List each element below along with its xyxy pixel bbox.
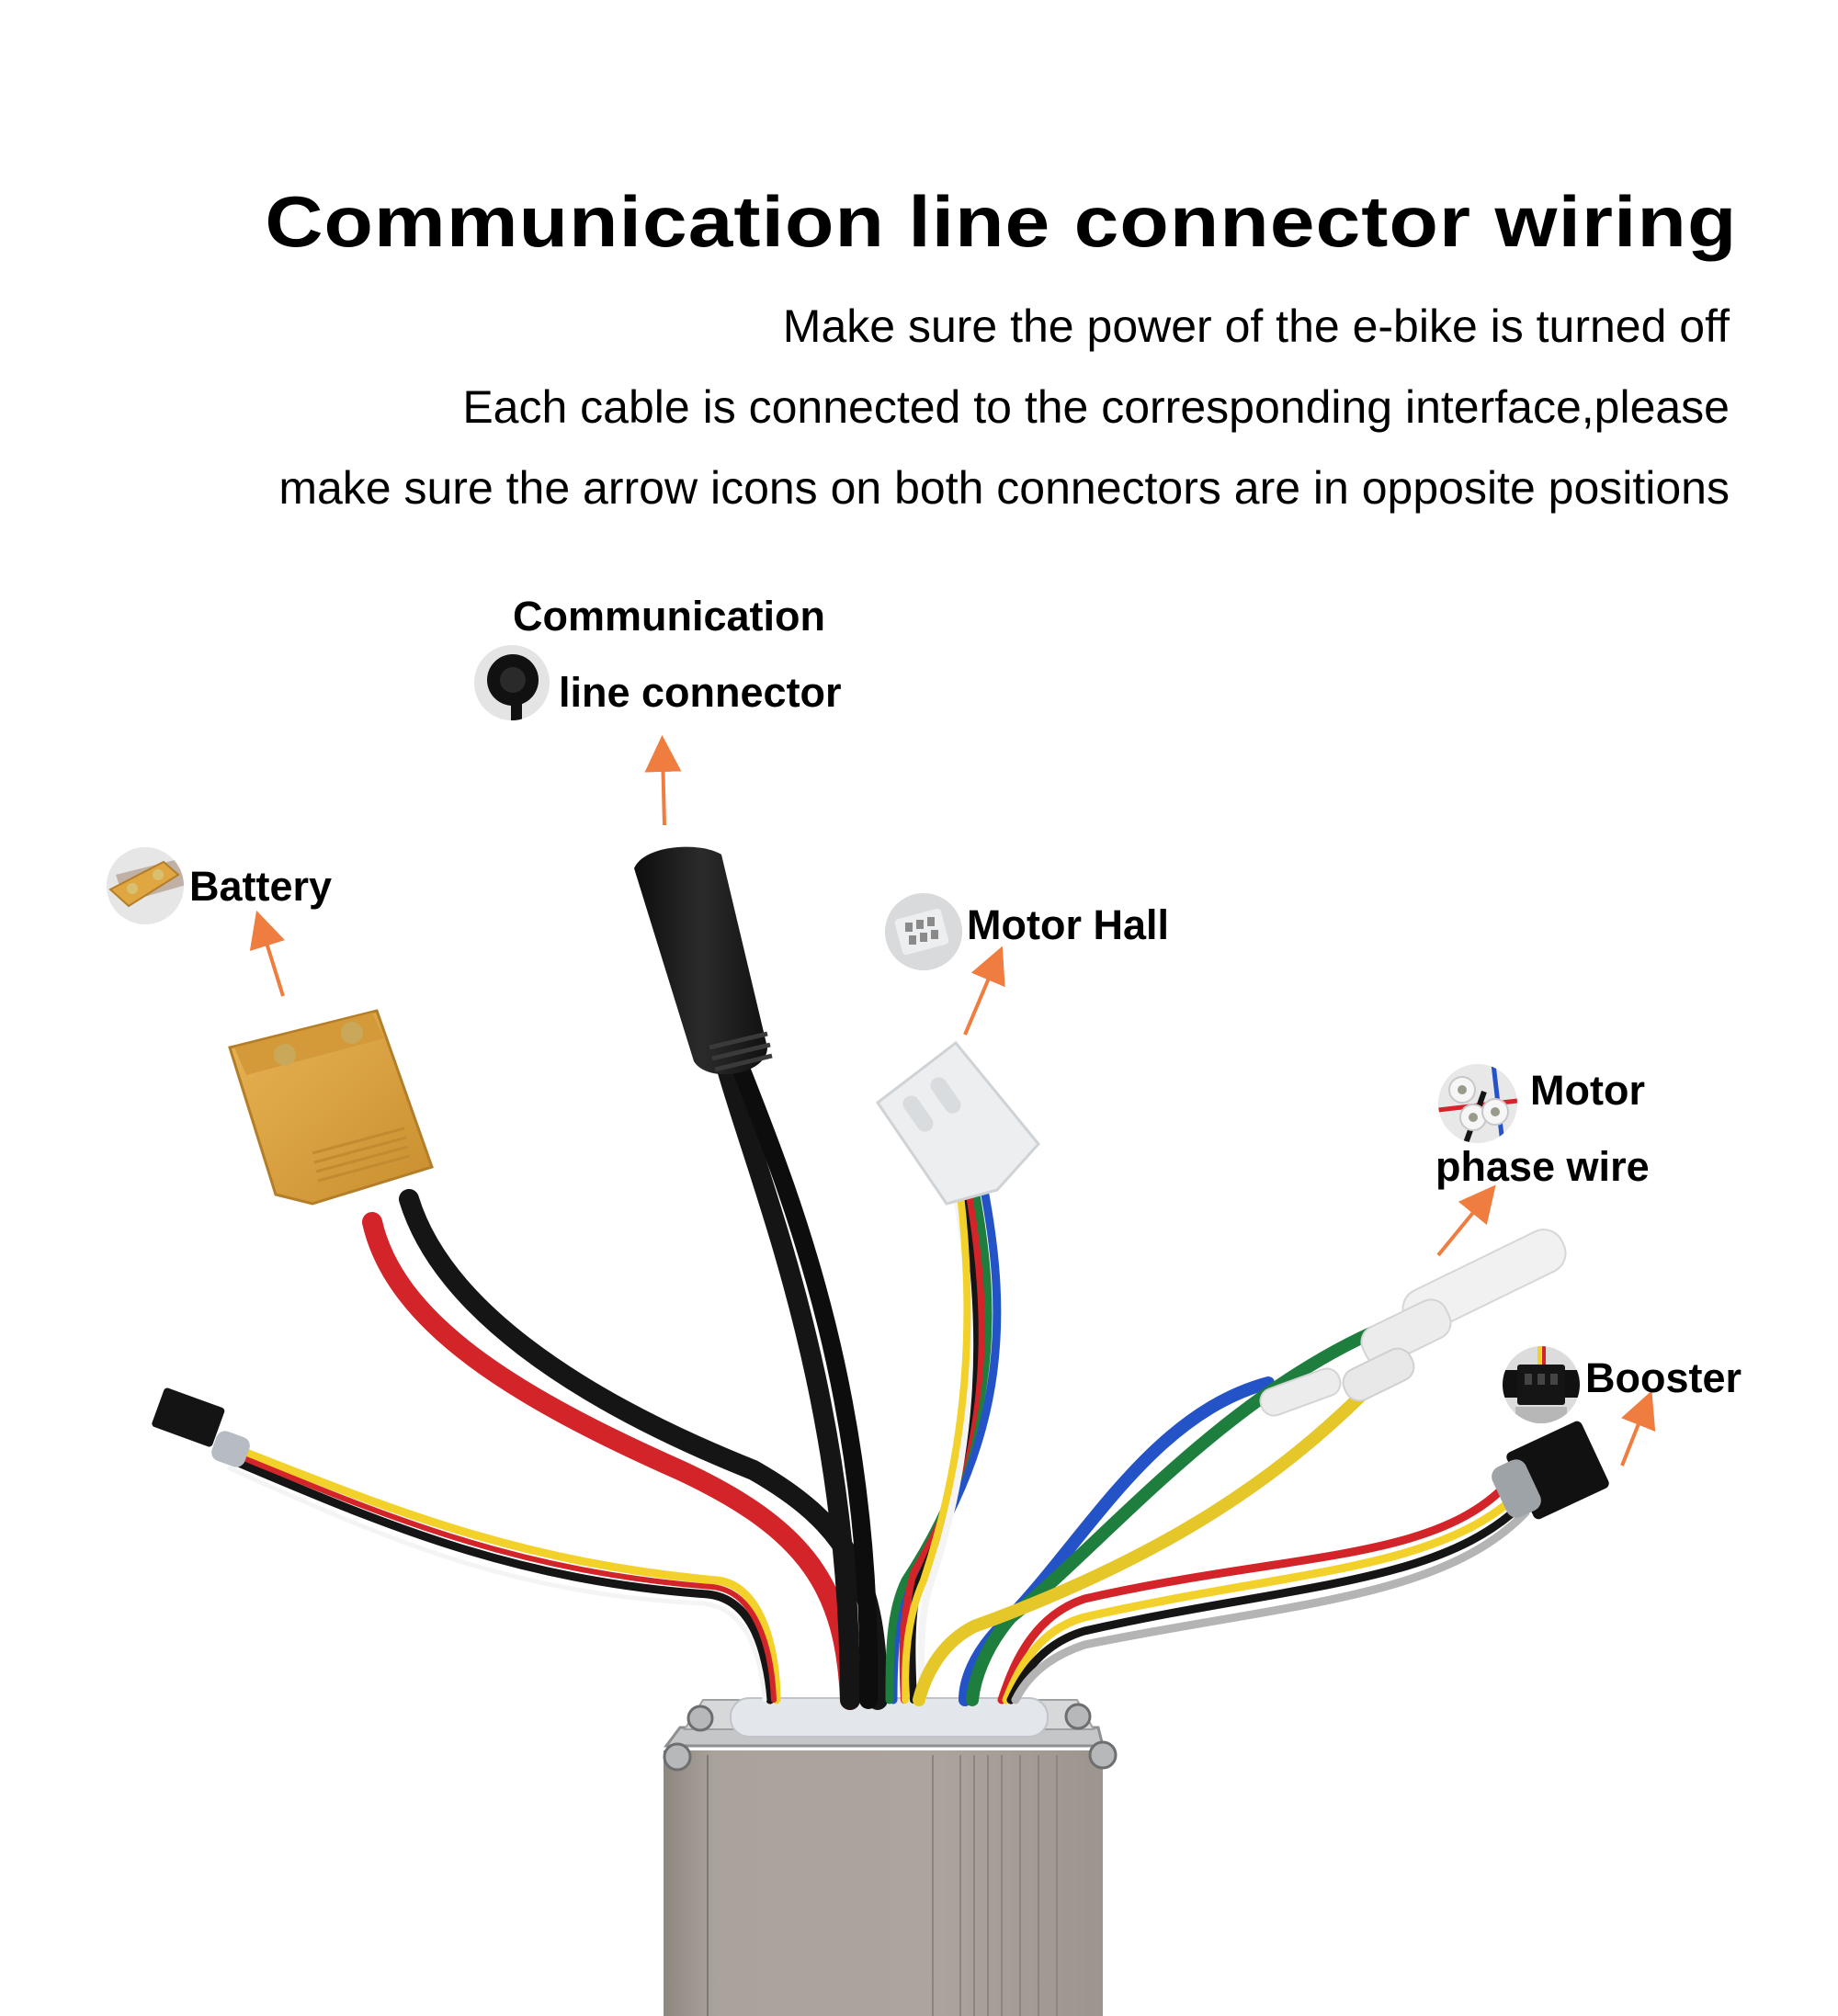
hall-sensor-connector-icon <box>885 893 962 970</box>
left-small-plug <box>152 1387 250 1467</box>
round-din-connector-icon <box>474 645 550 720</box>
booster-label: Booster <box>1585 1354 1742 1401</box>
xt60-connector-icon <box>107 847 184 924</box>
communication-label-line2: line connector <box>559 669 842 716</box>
communication-connector-plug <box>634 846 773 1075</box>
jst-connector-icon <box>1503 1346 1580 1423</box>
arrow-battery <box>249 910 286 997</box>
callout-arrows <box>249 735 1656 1467</box>
communication-label-line1: Communication <box>513 593 826 640</box>
instruction-line-2: Each cable is connected to the correspon… <box>462 381 1730 433</box>
motor-phase-label-line1: Motor <box>1530 1067 1645 1114</box>
motor-phase-label-line2: phase wire <box>1435 1143 1650 1190</box>
page-title: Communication line connector wiring <box>264 181 1737 262</box>
motor-hall-connector-plug <box>875 1040 1040 1206</box>
battery-label: Battery <box>189 863 333 910</box>
arrow-motor-phase <box>1436 1184 1496 1257</box>
phase-wire-bullet-connectors <box>1259 1229 1567 1417</box>
arrow-communication <box>644 735 682 826</box>
phase-wire-bullet-connectors-icon <box>1438 1064 1517 1143</box>
wire-bundle <box>227 1056 1530 1710</box>
arrow-motor-hall <box>963 946 1005 1036</box>
controller-box <box>663 1697 1118 2016</box>
instruction-line-3: make sure the arrow icons on both connec… <box>278 462 1730 514</box>
screw-icon <box>663 1703 1118 1772</box>
arrow-booster <box>1620 1390 1656 1467</box>
motor-hall-label: Motor Hall <box>967 901 1169 948</box>
xt60-battery-plug <box>228 1009 434 1206</box>
booster-connector-plug <box>1492 1421 1609 1520</box>
instruction-line-1: Make sure the power of the e-bike is tur… <box>782 300 1730 352</box>
